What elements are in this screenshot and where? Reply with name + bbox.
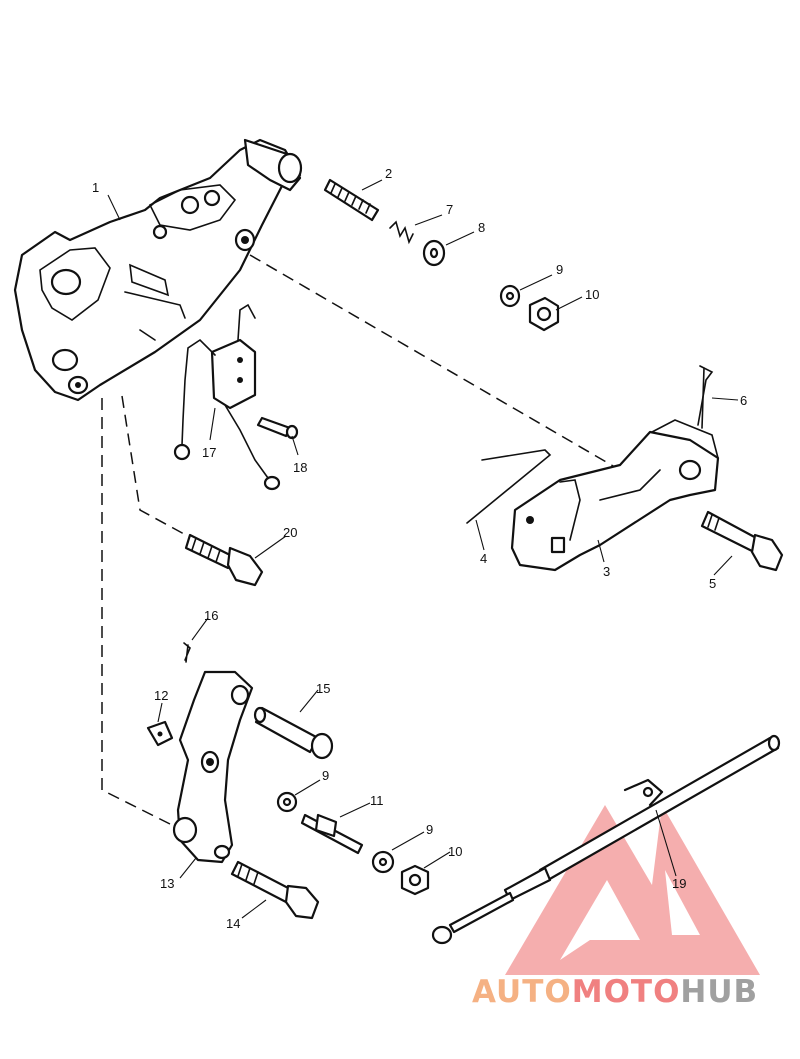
part-12-clip	[146, 720, 174, 747]
callout-10-lower: 10	[448, 844, 462, 859]
callout-14: 14	[226, 916, 240, 931]
callout-6: 6	[740, 393, 747, 408]
part-8-washer	[422, 239, 446, 267]
part-5-bolt	[700, 510, 784, 572]
part-17-switch	[173, 303, 281, 491]
watermark-text: AUTOMOTOHUB	[472, 974, 758, 1010]
callout-18: 18	[293, 460, 307, 475]
callout-3: 3	[603, 564, 610, 579]
part-2-stud	[323, 178, 380, 222]
watermark-text-hub: HUB	[680, 974, 759, 1010]
callout-9-middle: 9	[322, 768, 329, 783]
part-20-bolt	[184, 533, 264, 587]
part-7-spring	[389, 220, 414, 245]
callout-labels: 1 2 3 4 5 6 7 8 9 10 9 11 9 10 12 13 14 …	[92, 166, 747, 931]
part-15-pin	[253, 706, 334, 760]
callout-1: 1	[92, 180, 99, 195]
part-4-link-rod	[466, 449, 552, 524]
callout-12: 12	[154, 688, 168, 703]
callout-4: 4	[480, 551, 487, 566]
part-19-cable	[431, 734, 781, 945]
part-18-screw	[256, 416, 299, 440]
part-13-arm	[172, 670, 254, 864]
callout-19: 19	[672, 876, 686, 891]
callout-9-lower: 9	[426, 822, 433, 837]
watermark-text-auto: AUTO	[472, 974, 572, 1010]
watermark-triangle-logo	[505, 805, 760, 975]
part-10-nut-lower	[400, 864, 430, 896]
callout-8: 8	[478, 220, 485, 235]
callout-13: 13	[160, 876, 174, 891]
leader-lines	[107, 179, 739, 919]
callout-16: 16	[204, 608, 218, 623]
callout-15: 15	[316, 681, 330, 696]
callout-20: 20	[283, 525, 297, 540]
callout-7: 7	[446, 202, 453, 217]
part-9-washer-upper	[499, 284, 521, 308]
callout-5: 5	[709, 576, 716, 591]
part-14-bolt	[230, 860, 320, 920]
part-9-washer-middle	[276, 791, 298, 813]
part-16-cotter-pin	[183, 642, 191, 663]
part-3-lever	[510, 419, 720, 572]
watermark-text-moto: MOTO	[571, 974, 681, 1010]
callout-10-upper: 10	[585, 287, 599, 302]
part-9-washer-lower	[371, 850, 395, 874]
part-11-stud	[300, 813, 364, 855]
assembly-lines	[101, 254, 621, 831]
part-10-nut-upper	[528, 296, 560, 332]
callout-2: 2	[385, 166, 392, 181]
part-6-cotter-pin	[697, 365, 714, 429]
part-1-bracket	[13, 138, 303, 402]
callout-9-upper: 9	[556, 262, 563, 277]
callout-11: 11	[370, 793, 384, 808]
callout-17: 17	[202, 445, 216, 460]
